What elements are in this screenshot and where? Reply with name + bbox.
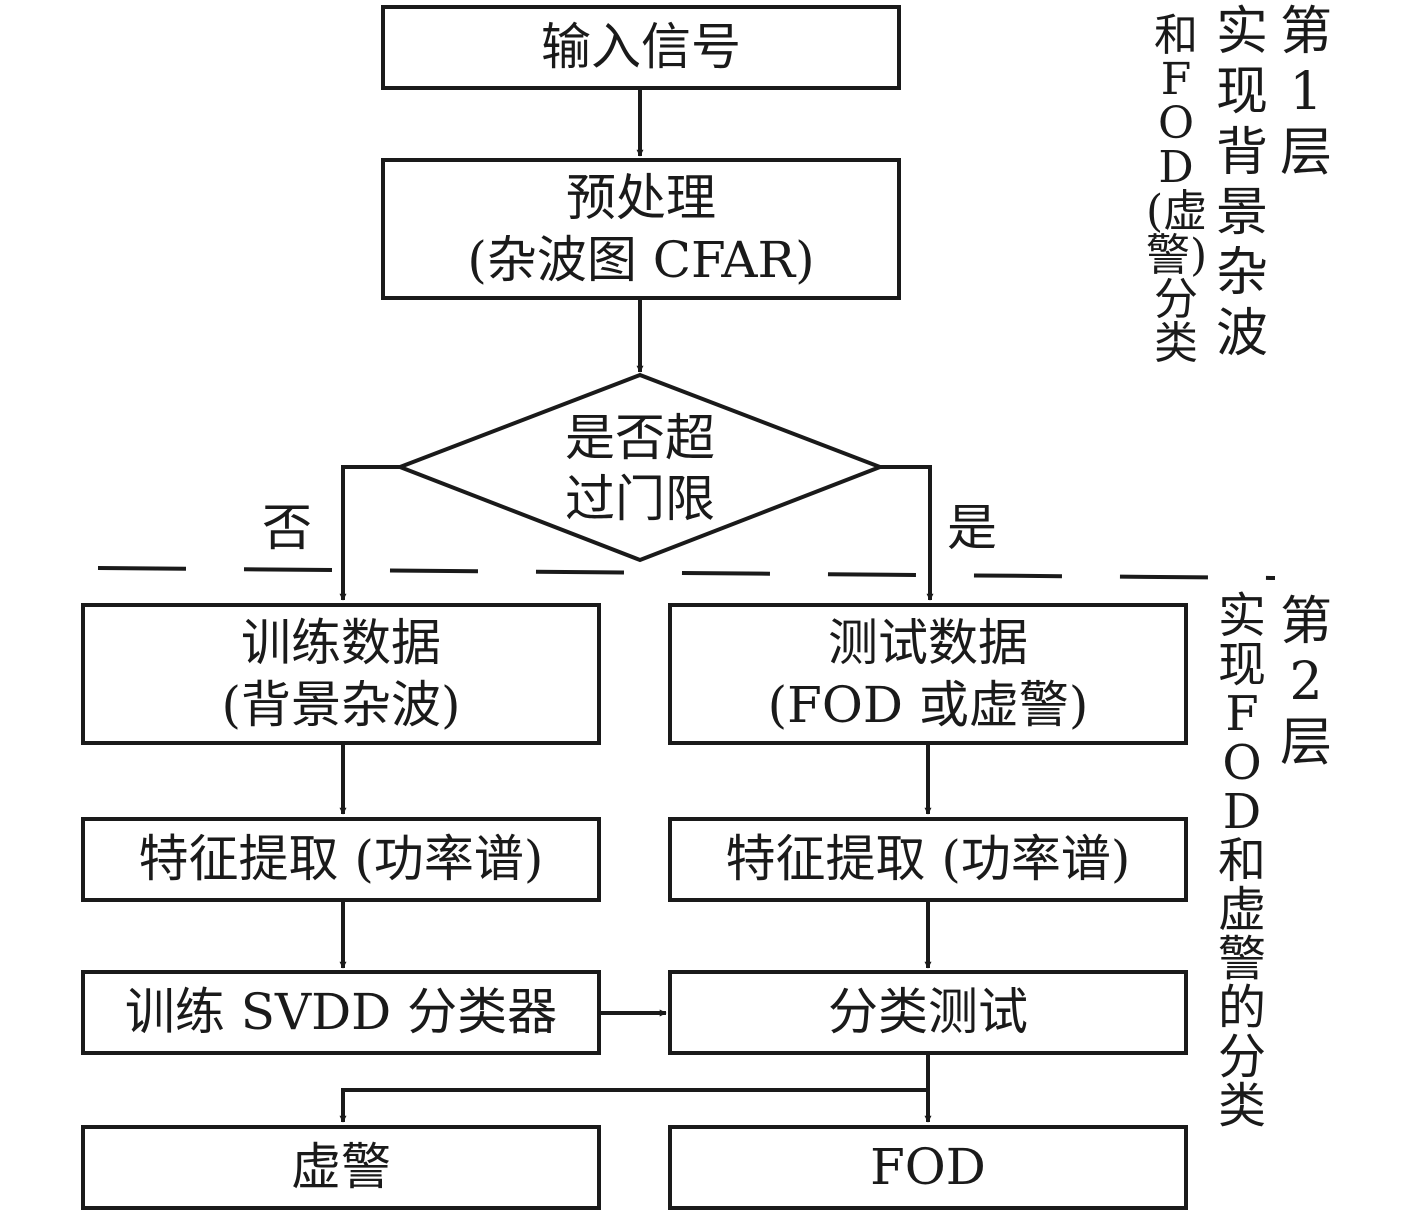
- training-data-label: 训练数据: [240, 613, 441, 672]
- fod-box: FOD: [668, 1125, 1188, 1210]
- feature-extraction-left-label: 特征提取 (功率谱): [138, 830, 544, 889]
- training-data-box: 训练数据 (背景杂波): [81, 603, 601, 745]
- train-svdd-label: 训练 SVDD 分类器: [124, 983, 558, 1042]
- layer2-annotation-col1: 第2层: [1279, 592, 1332, 773]
- preprocess-box: 预处理 (杂波图 CFAR): [381, 158, 901, 300]
- test-data-sublabel: (FOD 或虚警): [767, 676, 1089, 734]
- branch-label-yes: 是: [947, 499, 997, 557]
- input-signal-box: 输入信号: [381, 5, 901, 90]
- classify-test-box: 分类测试: [668, 970, 1188, 1055]
- false-alarm-label: 虚警: [291, 1138, 391, 1197]
- preprocess-sublabel: (杂波图 CFAR): [467, 231, 815, 289]
- feature-extraction-right-box: 特征提取 (功率谱): [668, 817, 1188, 902]
- branch-label-no: 否: [262, 499, 312, 557]
- layer-divider-dashed: [97, 566, 1276, 580]
- arrow-yes-branch: [880, 465, 934, 601]
- test-data-box: 测试数据 (FOD 或虚警): [668, 603, 1188, 745]
- fod-label: FOD: [870, 1138, 986, 1197]
- decision-diamond: [394, 372, 886, 563]
- layer1-annotation-col1: 第1层: [1279, 2, 1332, 183]
- layer2-annotation-col2: 实现FOD和虚警的分类: [1217, 588, 1266, 1134]
- classify-test-label: 分类测试: [828, 983, 1028, 1042]
- preprocess-label: 预处理: [565, 168, 716, 227]
- decision-label-line1: 是否超: [565, 409, 715, 467]
- train-svdd-box: 训练 SVDD 分类器: [81, 970, 601, 1055]
- arrow-to-false-alarm: [339, 1088, 928, 1123]
- input-signal-label: 输入信号: [541, 18, 741, 77]
- layer1-annotation-col2: 实现背景杂波: [1215, 2, 1268, 364]
- training-data-sublabel: (背景杂波): [221, 676, 461, 734]
- test-data-label: 测试数据: [828, 613, 1028, 672]
- decision-label: 是否超 过门限: [500, 408, 780, 530]
- feature-extraction-left-box: 特征提取 (功率谱): [81, 817, 601, 902]
- decision-label-line2: 过门限: [565, 470, 715, 528]
- feature-extraction-right-label: 特征提取 (功率谱): [725, 830, 1131, 889]
- false-alarm-box: 虚警: [81, 1125, 601, 1210]
- arrow-no-branch: [339, 465, 400, 601]
- layer1-annotation-col3: 和FOD(虚警)分类: [1146, 10, 1208, 369]
